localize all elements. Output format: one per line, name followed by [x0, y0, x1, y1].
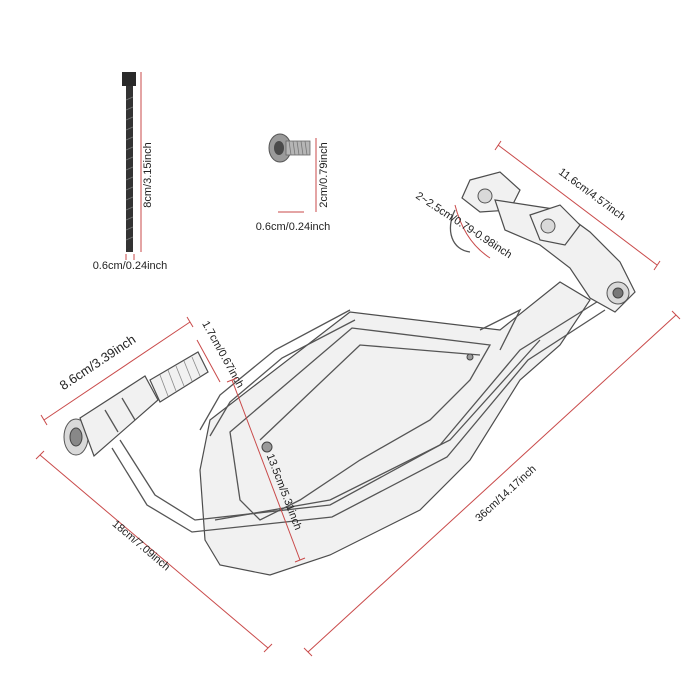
- guard-depth-label: 18cm/7.09inch: [110, 518, 172, 573]
- handguard-icon: [199, 281, 591, 576]
- bolt-diameter-label: 0.6cm/0.24inch: [93, 260, 168, 272]
- bar-end-diameter-label: 1.7cm/0.67inch: [199, 319, 246, 390]
- adjustable-clamp-icon: [449, 171, 636, 313]
- bolt-length-label: 8cm/3.15inch: [142, 142, 154, 207]
- screw-length-label: 2cm/0.79inch: [318, 142, 330, 207]
- bolt-diameter-dimension: 0.6cm/0.24inch: [93, 254, 168, 272]
- button-head-screw-icon: [268, 133, 311, 163]
- screw-length-dimension: 2cm/0.79inch: [315, 138, 330, 212]
- long-bolt-icon: [122, 72, 136, 252]
- screw-diameter-dimension: 0.6cm/0.24inch: [256, 211, 331, 233]
- guard-length-label: 36cm/14.17inch: [473, 463, 538, 524]
- screw-diameter-label: 0.6cm/0.24inch: [256, 221, 331, 233]
- handguard-frame-icon: [111, 299, 606, 533]
- bolt-length-dimension: 8cm/3.15inch: [140, 72, 154, 252]
- bar-end-diameter-dimension: 1.7cm/0.67inch: [196, 319, 246, 390]
- bar-end-plug-icon: [63, 351, 209, 458]
